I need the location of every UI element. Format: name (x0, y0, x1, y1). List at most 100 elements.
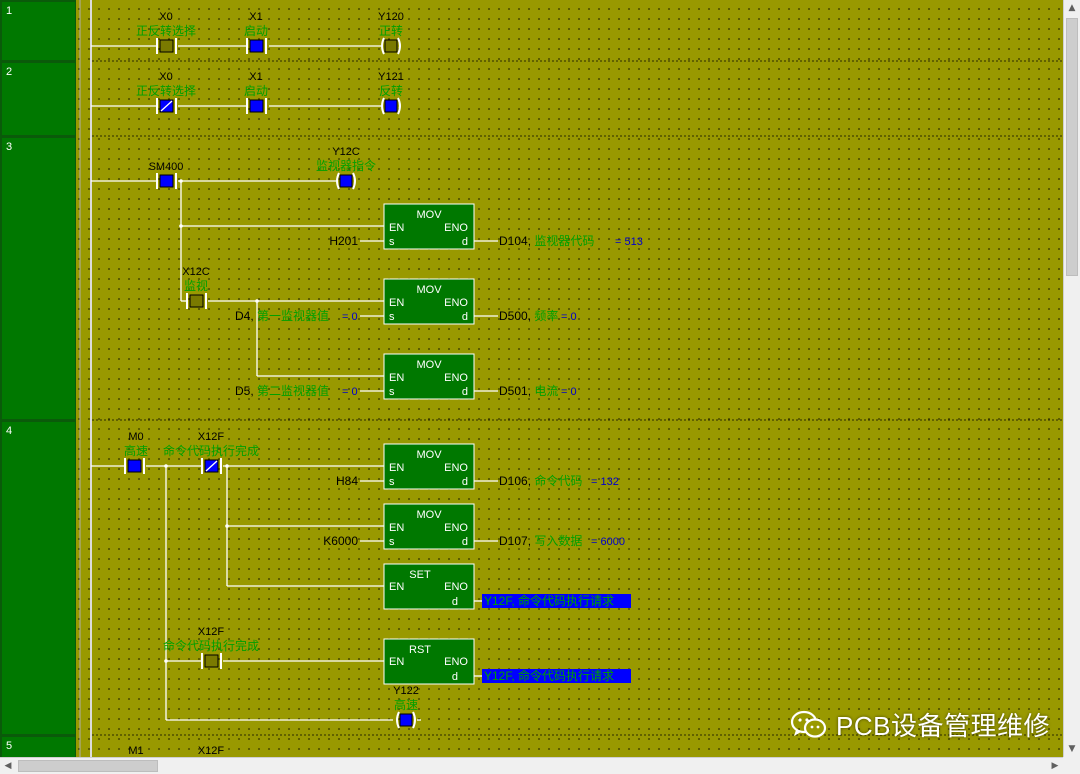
rung3-mov2-en: EN (389, 297, 404, 309)
rung2-x1-contact[interactable] (246, 98, 267, 114)
rung1-x0-comment: 正反转选择 (136, 23, 196, 38)
horizontal-scrollbar[interactable]: ◀ ▶ (0, 757, 1063, 774)
rung3-mov2-d: d (462, 311, 468, 323)
rung1-y-coil[interactable] (381, 37, 401, 55)
rung3-mov3-dest: D501, 电流 (499, 384, 558, 398)
scroll-down-button[interactable]: ▼ (1064, 741, 1080, 757)
rung1-x1-contact[interactable] (246, 38, 267, 54)
rung3-mov2-source: D4, 第一监视器值 (235, 308, 329, 323)
arrow-right-icon: ▶ (1051, 761, 1059, 771)
rung3-mov3-source-value: = 0 (342, 386, 358, 398)
rung4-rst-dest: Y12F, 命令代码执行请求 (484, 668, 614, 683)
rung3-mov2-dest: D500, 频率 (499, 308, 558, 323)
rung4-x12f-comment: 命令代码执行完成 (163, 443, 259, 458)
rung-number-5: 5 (6, 740, 12, 752)
rung4-rst-dest-highlight (482, 669, 631, 683)
horizontal-scroll-thumb[interactable] (18, 760, 158, 772)
rung4-mov2-d: d (462, 536, 468, 548)
rung3-mov2-name: MOV (416, 284, 442, 296)
rung4-m0-device: M0 (128, 431, 143, 443)
rung3-sm400-contact[interactable] (156, 173, 177, 189)
rung3-y12c-comment: 监视器指令 (316, 158, 376, 173)
rung-header-4[interactable]: 4 (2, 422, 75, 734)
rung-header-5[interactable]: 5 (2, 737, 75, 757)
scroll-left-button[interactable]: ◀ (0, 758, 16, 774)
rung2-y-coil[interactable] (381, 97, 401, 115)
scroll-up-button[interactable]: ▲ (1064, 0, 1080, 16)
rung4-mov1-d: d (462, 476, 468, 488)
vertical-scroll-thumb[interactable] (1066, 18, 1078, 276)
rung4-set-dest-highlight (482, 594, 631, 608)
rung2-x0-comment: 正反转选择 (136, 83, 196, 98)
rung5-m1-device: M1 (128, 745, 143, 757)
rung4-mov2-name: MOV (416, 509, 442, 521)
rung-header-2[interactable]: 2 (2, 63, 75, 135)
rung3-mov3-name: MOV (416, 359, 442, 371)
rung4-mov1-dest-value: = 132 (591, 476, 619, 488)
rung4-mov1-s: s (389, 476, 395, 488)
rung2-y-device: Y121 (378, 71, 404, 83)
rung4-mov2-dest-value: = 6000 (591, 536, 625, 548)
rung4-x12f-nc-contact[interactable] (201, 458, 222, 474)
rung4-y122-device: Y122 (393, 685, 419, 697)
rung4-set-name: SET (409, 569, 431, 581)
rung3-mov2-eno: ENO (444, 297, 468, 309)
rung3-mov1-source: H201 (329, 234, 358, 248)
rung4-x12f-b-comment: 命令代码执行完成 (163, 638, 259, 653)
rung3-mov2-s: s (389, 311, 395, 323)
rung4-rst-en: EN (389, 656, 404, 668)
rung4-rst-d: d (452, 671, 458, 683)
rung3-mov3-s: s (389, 386, 395, 398)
watermark: PCB设备管理维修 (790, 706, 1050, 743)
rung4-x12f-device: X12F (198, 431, 225, 443)
rung3-x12c-comment: 监视 (184, 278, 208, 293)
rung4-y122-comment: 高速 (394, 697, 418, 712)
wechat-icon (790, 710, 827, 738)
rung4-mov1-dest: D106, 命令代码 (499, 473, 582, 488)
rung4-set-en: EN (389, 581, 404, 593)
rung4-mov2-s: s (389, 536, 395, 548)
rung3-y12c-coil[interactable] (336, 172, 356, 190)
rung4-x12f-b-contact[interactable] (201, 653, 222, 669)
rung4-mov-block-2[interactable]: MOV EN ENO s d (383, 503, 475, 550)
rung5-x12f-device: X12F (198, 745, 225, 757)
rung-number-3: 3 (6, 141, 12, 153)
rung4-rst-block[interactable]: RST EN ENO d (383, 638, 475, 685)
rung-header-1[interactable]: 1 (2, 2, 75, 60)
rung1-y-comment: 正转 (379, 23, 403, 38)
scrollbar-corner (1063, 757, 1080, 774)
rung4-set-block[interactable]: SET EN ENO d (383, 563, 475, 610)
rung-5: M1 X12F (128, 745, 224, 757)
rung3-mov3-en: EN (389, 372, 404, 384)
rung4-mov1-source: H84 (336, 474, 358, 488)
rung4-y122-coil[interactable] (396, 711, 421, 729)
rung4-m0-contact[interactable] (124, 458, 145, 474)
rung4-rst-name: RST (409, 644, 431, 656)
rung2-x0-nc-contact[interactable] (156, 98, 177, 114)
rung3-x12c-contact[interactable] (186, 293, 207, 309)
rung4-mov1-name: MOV (416, 449, 442, 461)
rung-header-3[interactable]: 3 (2, 138, 75, 419)
rung4-x12f-b-device: X12F (198, 626, 225, 638)
rung4-mov-block-1[interactable]: MOV EN ENO s d (383, 443, 475, 490)
rung-separators (92, 60, 1063, 736)
rung3-mov1-dest-value: = 513 (615, 236, 643, 248)
rung4-rst-eno: ENO (444, 656, 468, 668)
rung-3: SM400 Y12C 监视器指令 X12C 监视 MOV EN ENO s d … (91, 146, 643, 400)
vertical-scrollbar[interactable]: ▲ ▼ (1063, 0, 1080, 757)
rung3-mov-block-3[interactable]: MOV EN ENO s d (383, 353, 475, 400)
scroll-right-button[interactable]: ▶ (1047, 758, 1063, 774)
rung3-mov1-en: EN (389, 222, 404, 234)
rung-number-4: 4 (6, 425, 12, 437)
rung3-mov1-d: d (462, 236, 468, 248)
rung1-x0-contact[interactable] (156, 38, 177, 54)
arrow-up-icon: ▲ (1068, 3, 1076, 13)
ladder-editor[interactable]: 1 2 3 4 5 X0 正反转选择 X1 启动 Y120 正转 (0, 0, 1063, 757)
rung3-mov3-source: D5, 第二监视器值 (235, 383, 329, 398)
rung3-mov-block-2[interactable]: MOV EN ENO s d (383, 278, 475, 325)
rung4-set-dest: Y12F, 命令代码执行请求 (484, 593, 614, 608)
rung2-y-comment: 反转 (379, 83, 403, 98)
rung3-mov-block-1[interactable]: MOV EN ENO s d (383, 203, 475, 250)
rung4-set-d: d (452, 596, 458, 608)
rung1-y-device: Y120 (378, 11, 404, 23)
